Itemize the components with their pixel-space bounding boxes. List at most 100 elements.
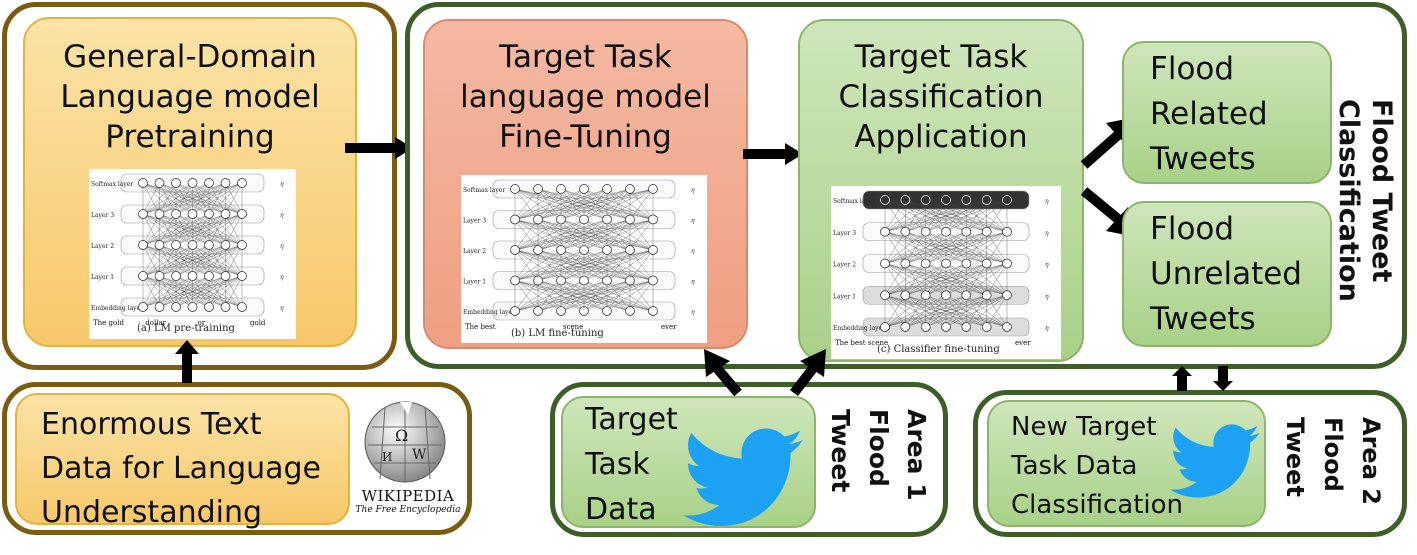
connection	[884, 199, 947, 232]
neuron	[533, 214, 543, 225]
neuron	[510, 245, 520, 255]
connection	[986, 231, 1008, 264]
connection	[884, 295, 926, 328]
connection	[514, 249, 631, 281]
neuron	[648, 275, 658, 286]
connection	[514, 188, 539, 220]
connection	[606, 219, 654, 251]
text-source-box: Enormous Text Data for Language Understa…	[15, 393, 350, 530]
connection	[159, 213, 243, 246]
connection	[884, 231, 1008, 264]
connection	[159, 182, 243, 215]
neuron	[900, 322, 911, 332]
connection	[142, 182, 160, 215]
target-task-data-label: Target Task Data	[585, 402, 678, 527]
learning-rate-symbol: η	[280, 305, 284, 312]
svg-text:Ω: Ω	[395, 426, 408, 445]
connection	[208, 275, 243, 308]
pretraining-panel: General-Domain Language model Pretrainin…	[2, 2, 397, 370]
neuron	[187, 209, 198, 219]
connection	[884, 295, 1008, 328]
neuron	[625, 214, 635, 225]
neuron	[237, 209, 247, 219]
learning-rate-symbol: η	[1045, 262, 1049, 269]
input-token: scene	[563, 323, 583, 331]
flood-related-box: Flood Related Tweets	[1122, 41, 1332, 184]
neuron	[920, 258, 931, 269]
neuron	[154, 178, 165, 188]
text-source-label: Enormous Text Data for Language Understa…	[41, 407, 322, 530]
neuron	[204, 178, 214, 188]
twitter-bird-icon	[1169, 424, 1260, 498]
neuron	[204, 271, 214, 281]
connection	[175, 213, 243, 246]
layer-label: Layer 3	[833, 230, 856, 237]
connection	[925, 231, 1008, 264]
connection	[583, 280, 654, 312]
neuron	[880, 290, 890, 301]
layer-label: Layer 1	[833, 293, 856, 300]
connection	[142, 244, 226, 277]
arrow-icon	[743, 143, 803, 165]
pretraining-box: General-Domain Language model Pretrainin…	[23, 17, 357, 347]
target-task-data-box: Target Task Data	[561, 396, 816, 528]
connection	[945, 231, 1008, 264]
connection	[142, 213, 177, 246]
neuron	[533, 275, 543, 286]
neuron	[579, 245, 589, 255]
fine-tuning-box: Target Task language model Fine-Tuning S…	[423, 19, 748, 349]
connection	[905, 263, 1008, 296]
learning-rate-symbol: η	[1045, 198, 1049, 205]
neuron	[1002, 322, 1012, 332]
connection	[945, 295, 1008, 328]
layer-label: Embedding layer	[91, 305, 143, 312]
neuron	[880, 322, 890, 332]
neuron	[171, 302, 181, 312]
connection	[537, 280, 654, 312]
connection	[514, 280, 654, 312]
connection	[142, 275, 210, 308]
neuron	[510, 184, 520, 194]
connection	[514, 280, 562, 312]
neuron	[880, 195, 890, 205]
new-task-data-box: New Target Task Data Classification	[987, 400, 1266, 527]
connection	[514, 188, 562, 220]
wikipedia-globe-icon: Ω W И	[364, 401, 446, 483]
neuron	[625, 306, 635, 316]
connection	[606, 249, 654, 281]
neuron	[602, 275, 612, 286]
connection	[905, 295, 1008, 328]
neuron	[920, 290, 931, 301]
neuron	[138, 178, 148, 188]
connection	[514, 280, 585, 312]
neuron	[961, 258, 972, 269]
neuron	[533, 184, 543, 194]
connection	[142, 275, 226, 308]
wikipedia-wordmark: WIKIPEDIA	[361, 487, 455, 505]
connection	[905, 231, 1008, 264]
neuron	[920, 322, 931, 332]
neuron	[154, 240, 165, 250]
neuron	[602, 184, 612, 194]
neuron	[648, 245, 658, 255]
flood-unrelated-label: Flood Unrelated Tweets	[1150, 211, 1302, 337]
connection	[629, 280, 654, 312]
connection	[225, 275, 243, 308]
input-token: The best scene	[835, 339, 888, 347]
learning-rate-symbol: η	[280, 212, 284, 219]
wikipedia-tagline: The Free Encyclopedia	[355, 505, 461, 515]
connection	[142, 275, 177, 308]
neuron	[648, 306, 658, 316]
learning-rate-symbol: η	[691, 218, 695, 225]
figure-caption: (b) LM fine-tuning	[511, 328, 604, 339]
neuron	[533, 306, 543, 316]
twitter-bird-icon	[683, 428, 803, 526]
connection	[925, 199, 1008, 232]
connection	[514, 280, 631, 312]
connection	[884, 263, 1008, 296]
neuron	[204, 240, 214, 250]
connection	[142, 213, 243, 246]
connection	[966, 295, 1008, 328]
learning-rate-symbol: η	[1045, 325, 1049, 332]
